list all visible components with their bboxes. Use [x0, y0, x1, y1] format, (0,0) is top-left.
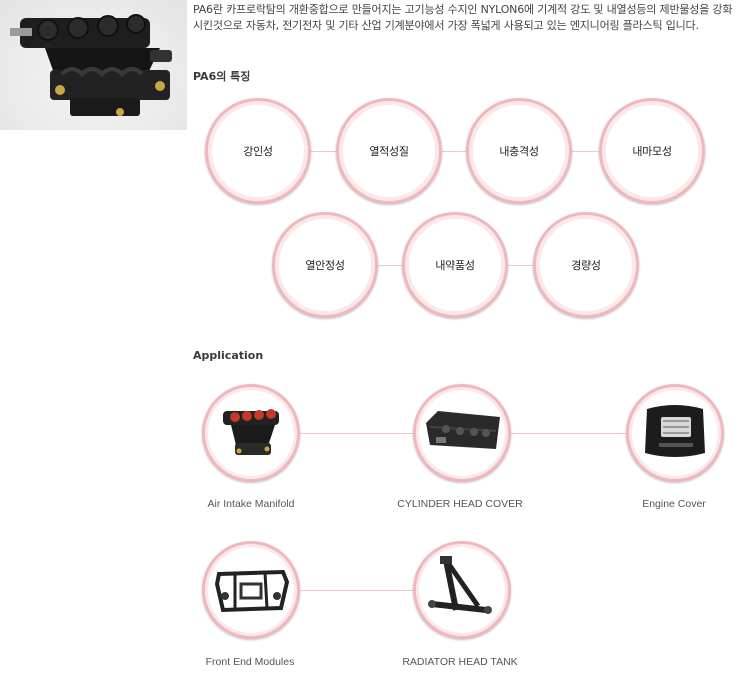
feature-circle-2: 열적성질 — [336, 98, 442, 204]
application-connector-row2 — [250, 590, 460, 591]
intake-manifold-icon — [223, 409, 279, 455]
application-label-4: Front End Modules — [205, 656, 295, 668]
front-end-module-icon — [214, 569, 290, 613]
feature-label: 내약품성 — [435, 259, 475, 272]
application-ring-1 — [202, 384, 300, 482]
radiator-head-tank-icon — [428, 556, 492, 614]
product-photo — [0, 0, 187, 130]
feature-circle-7: 경량성 — [533, 212, 639, 318]
feature-circle-3: 내충격성 — [466, 98, 572, 204]
intro-paragraph: PA6란 카프로락탐의 개환중합으로 만들어지는 고기능성 수지인 NYLON6… — [193, 3, 733, 32]
application-ring-2 — [413, 384, 511, 482]
application-label-2: CYLINDER HEAD COVER — [397, 498, 523, 510]
feature-label: 내충격성 — [499, 145, 539, 158]
application-label-5: RADIATOR HEAD TANK — [402, 656, 518, 668]
feature-circle-6: 내약품성 — [402, 212, 508, 318]
application-ring-3 — [626, 384, 724, 482]
feature-label: 내마모성 — [632, 145, 672, 158]
engine-cover-icon — [645, 405, 705, 457]
application-title: Application — [193, 349, 264, 362]
feature-circle-4: 내마모성 — [599, 98, 705, 204]
application-ring-4 — [202, 541, 300, 639]
application-label-3: Engine Cover — [642, 498, 706, 510]
feature-circle-5: 열안정성 — [272, 212, 378, 318]
feature-label: 열적성질 — [369, 145, 409, 158]
application-ring-5 — [413, 541, 511, 639]
feature-label: 강인성 — [243, 145, 273, 158]
feature-connector-row1 — [260, 151, 660, 152]
cylinder-head-cover-icon — [426, 411, 500, 449]
features-title: PA6의 특징 — [193, 70, 251, 83]
application-label-1: Air Intake Manifold — [207, 498, 295, 510]
intake-manifold-photo-icon — [10, 14, 172, 116]
feature-label: 열안정성 — [305, 259, 345, 272]
feature-circle-1: 강인성 — [205, 98, 311, 204]
feature-label: 경량성 — [571, 259, 601, 272]
